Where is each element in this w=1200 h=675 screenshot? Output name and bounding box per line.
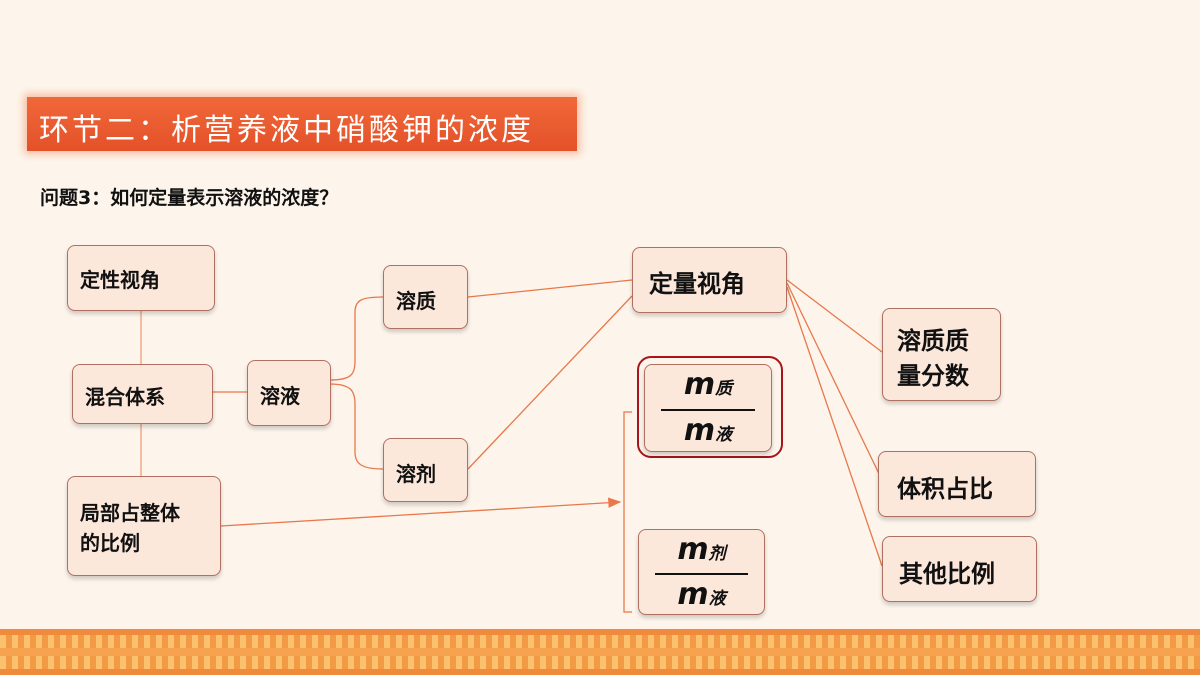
section-title-banner: 环节二：析营养液中硝酸钾的浓度: [27, 97, 577, 151]
node-mixed-system: 混合体系: [72, 364, 213, 424]
node-part-whole: 局部占整体 的比例: [67, 476, 221, 576]
arrow-part-to-fractions: [220, 497, 622, 527]
node-solute: 溶质: [383, 265, 468, 329]
line-quant-other: [786, 286, 883, 567]
node-mass-fraction: 溶质质 量分数: [882, 308, 1001, 401]
fraction-bar: [655, 573, 748, 575]
fraction-bar: [661, 409, 755, 411]
decorative-footer-border: [0, 629, 1200, 675]
fraction-denominator: m液: [683, 413, 733, 448]
node-solution: 溶液: [247, 360, 331, 426]
node-other-ratio: 其他比例: [882, 536, 1037, 602]
line-solution-solute: [329, 296, 384, 381]
node-volume-ratio: 体积占比: [878, 451, 1036, 517]
footer-band: [0, 648, 1200, 656]
bracket-fractions: [623, 411, 632, 613]
line-quant-volume: [786, 282, 883, 481]
fraction-numerator: m质: [683, 367, 733, 402]
line-quant-massfraction: [786, 279, 883, 353]
fraction-solute-over-solution: m质 m液: [644, 364, 772, 452]
section-title: 环节二：析营养液中硝酸钾的浓度: [39, 113, 534, 148]
question-text: 问题3：如何定量表示溶液的浓度？: [40, 187, 339, 209]
line-solvent-quantitative: [467, 295, 633, 470]
highlight-ring: [637, 356, 783, 458]
fraction-numerator: m剂: [677, 532, 726, 567]
node-quantitative-view: 定量视角: [632, 247, 787, 313]
line-solute-quantitative: [467, 279, 633, 298]
line-solution-solvent: [329, 383, 384, 470]
node-solvent: 溶剂: [383, 438, 468, 502]
fraction-solvent-over-solution: m剂 m液: [638, 529, 765, 615]
node-qualitative-view: 定性视角: [67, 245, 215, 311]
fraction-denominator: m液: [677, 577, 726, 612]
